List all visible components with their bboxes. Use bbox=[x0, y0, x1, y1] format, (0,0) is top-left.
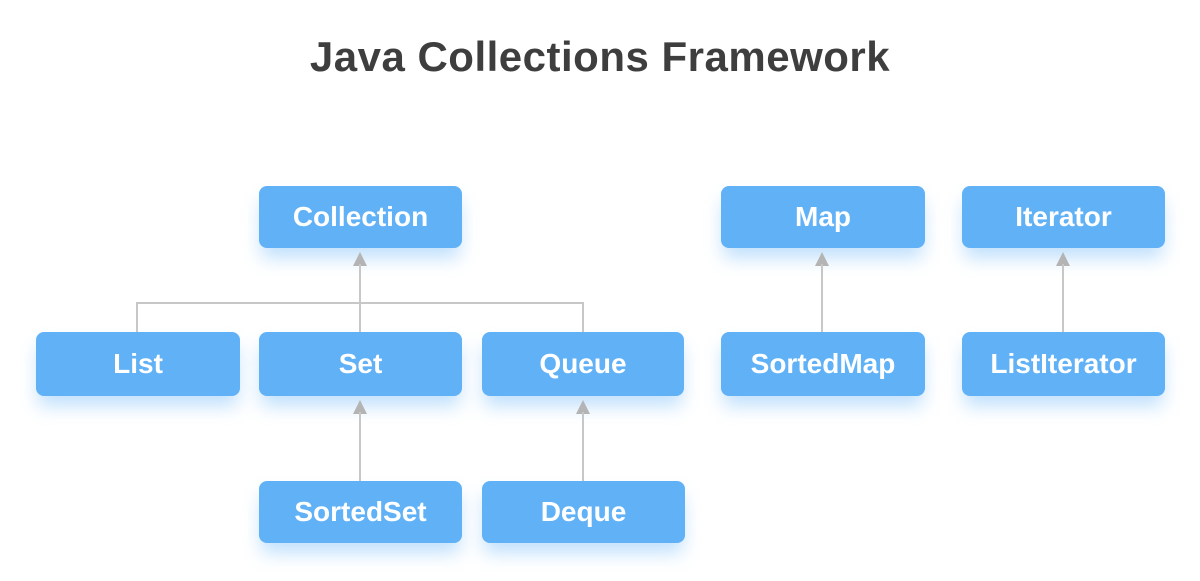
node-sortedset-label: SortedSet bbox=[294, 496, 427, 527]
node-set-label: Set bbox=[338, 348, 383, 379]
node-set: Set bbox=[259, 332, 462, 396]
node-queue: Queue bbox=[482, 332, 684, 396]
node-deque-label: Deque bbox=[540, 496, 627, 527]
node-map-label: Map bbox=[795, 201, 851, 232]
node-list-label: List bbox=[113, 348, 163, 379]
node-listiterator: ListIterator bbox=[962, 332, 1165, 396]
edge-sortedmap-to-map-arrowhead-icon bbox=[815, 252, 829, 266]
node-map: Map bbox=[721, 186, 925, 248]
node-iterator: Iterator bbox=[962, 186, 1165, 248]
edge-listiterator-to-iterator-line bbox=[1062, 264, 1064, 332]
edge-listiterator-to-iterator-arrowhead-icon bbox=[1056, 252, 1070, 266]
node-listiterator-label: ListIterator bbox=[990, 348, 1137, 379]
node-deque: Deque bbox=[482, 481, 685, 543]
node-sortedmap: SortedMap bbox=[721, 332, 925, 396]
node-queue-label: Queue bbox=[539, 348, 627, 379]
page-title: Java Collections Framework bbox=[309, 33, 891, 80]
node-iterator-label: Iterator bbox=[1015, 201, 1112, 232]
edge-set-to-collection-line bbox=[359, 264, 361, 332]
node-list: List bbox=[36, 332, 240, 396]
edge-deque-to-queue-arrowhead-icon bbox=[576, 400, 590, 414]
edge-sortedset-to-set-line bbox=[359, 412, 361, 481]
edge-deque-to-queue-line bbox=[582, 412, 584, 481]
edge-to-collection-arrowhead-icon bbox=[353, 252, 367, 266]
edge-list-drop-line bbox=[136, 302, 138, 332]
node-collection-label: Collection bbox=[292, 201, 429, 232]
node-sortedmap-label: SortedMap bbox=[750, 348, 896, 379]
edge-sortedset-to-set-arrowhead-icon bbox=[353, 400, 367, 414]
edge-collection-horizontal-line bbox=[136, 302, 584, 304]
edge-queue-drop-line bbox=[582, 302, 584, 332]
node-sortedset: SortedSet bbox=[259, 481, 462, 543]
node-collection: Collection bbox=[259, 186, 462, 248]
edge-sortedmap-to-map-line bbox=[821, 264, 823, 332]
